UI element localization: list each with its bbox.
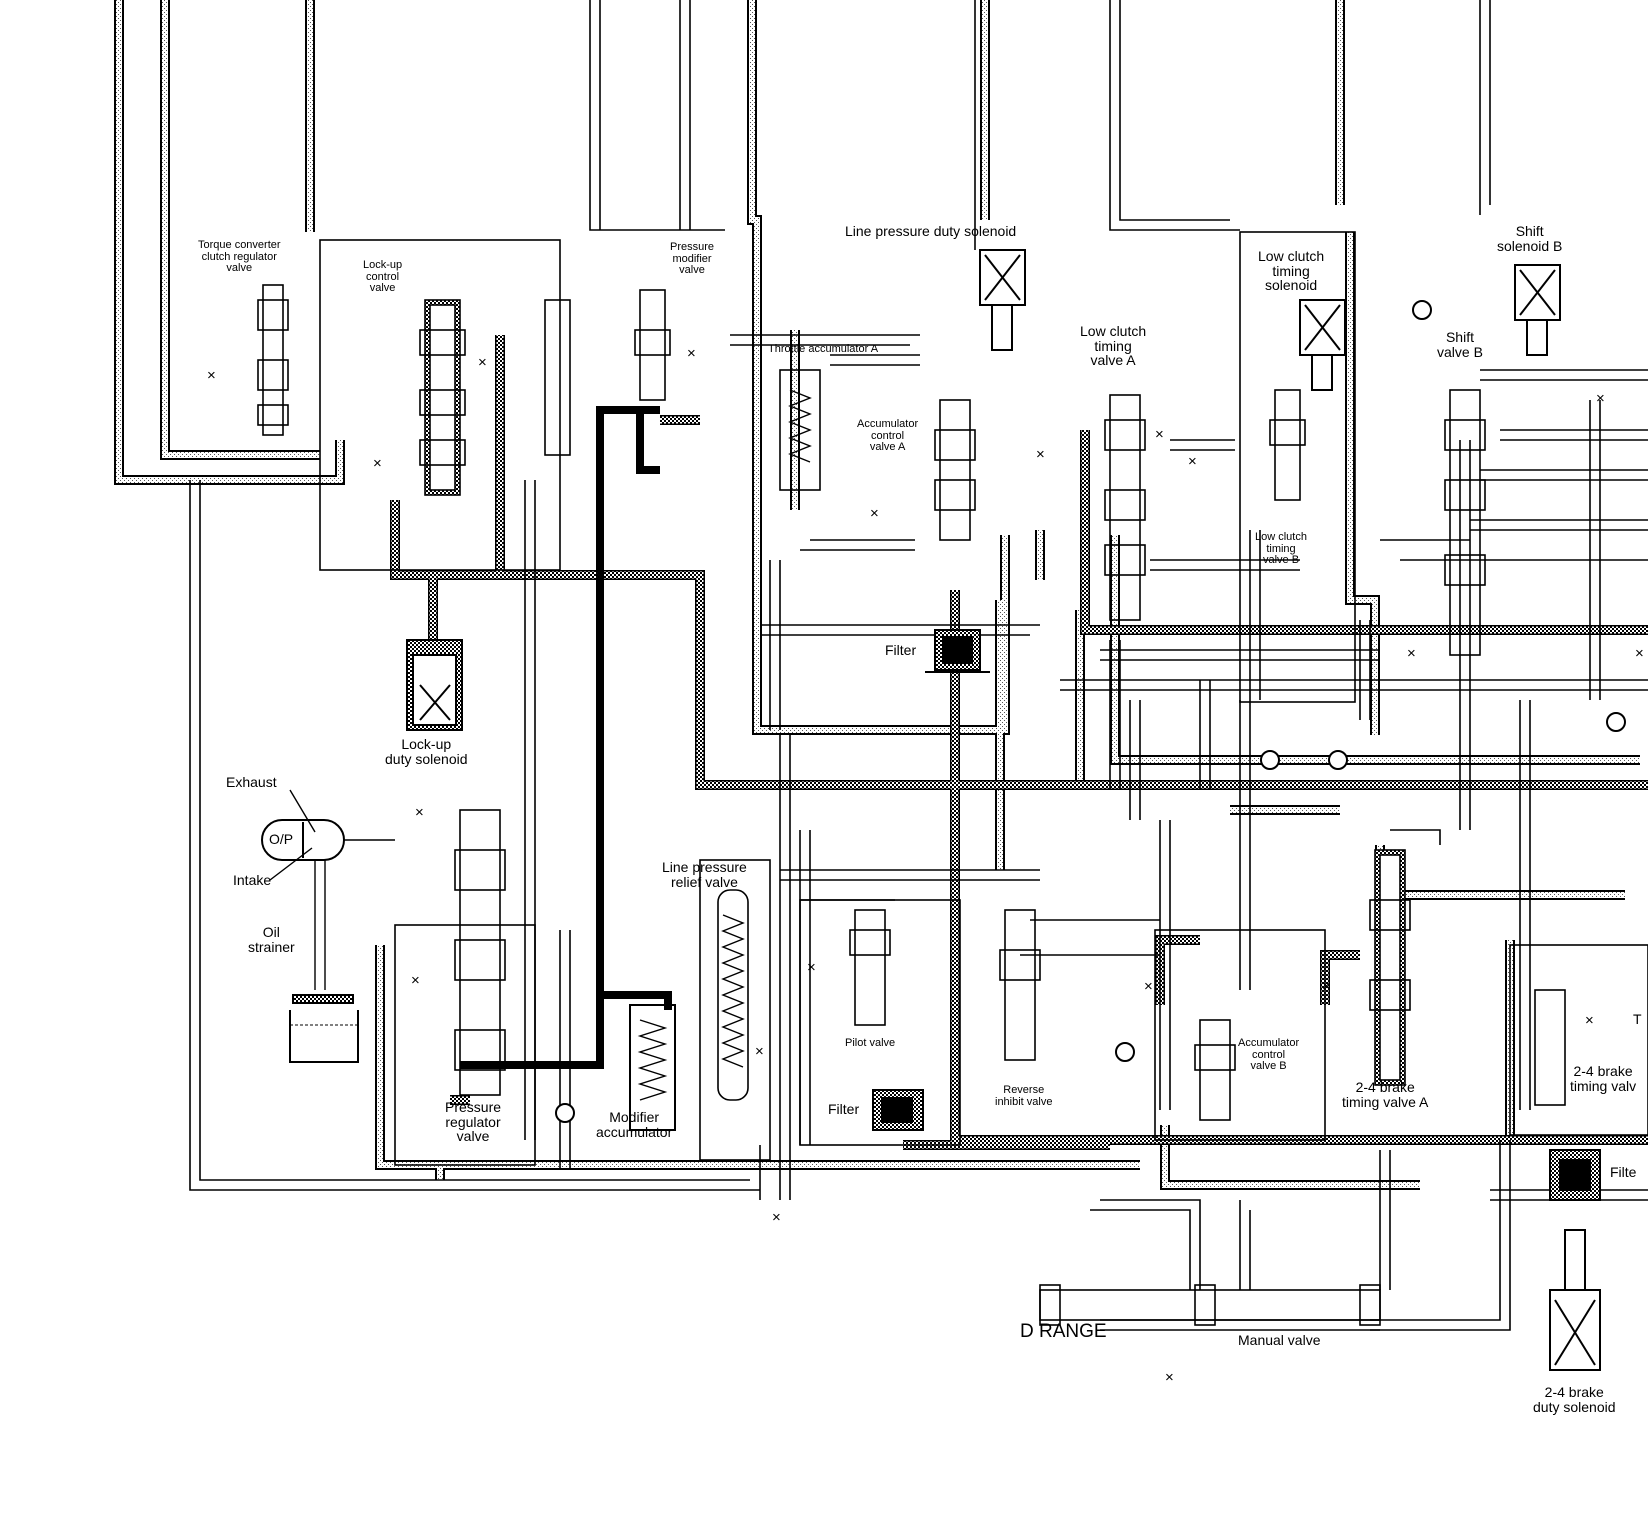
label-torque-converter-valve: Torque converter clutch regulator valve [198, 239, 281, 275]
valve-bodies [257, 284, 1566, 1326]
label-oil-pump: O/P [269, 831, 294, 847]
box-frames [319, 231, 1648, 1166]
exhaust-x-mark: × [1155, 426, 1164, 443]
modifier-accumulator-body [629, 1004, 676, 1131]
low-clutch-timing-solenoid-body [1299, 299, 1346, 391]
exhaust-x-mark: × [1036, 446, 1045, 463]
exhaust-x-mark: × [755, 1043, 764, 1060]
exhaust-x-mark: × [411, 972, 420, 989]
lockup-duty-solenoid-body [406, 639, 463, 731]
exhaust-x-mark: × [207, 367, 216, 384]
label-low-clutch-timing-solenoid: Low clutch timing solenoid [1258, 248, 1325, 294]
label-pressure-regulator-valve: Pressure regulator valve [445, 1099, 502, 1145]
oil-pump-group [261, 789, 395, 1063]
exhaust-x-mark: × [415, 804, 424, 821]
label-shift-solenoid-b: Shift solenoid B [1497, 223, 1563, 254]
stippled-passages [114, 0, 1648, 1190]
label-brake-timing-valve-partial: 2-4 brake timing valv [1570, 1063, 1637, 1094]
label-reverse-inhibit-valve: Reverse inhibit valve [995, 1084, 1053, 1108]
label-throttle-accumulator-a: Throttle accumulator A [768, 343, 879, 355]
label-line-pressure-duty-solenoid: Line pressure duty solenoid [845, 223, 1017, 239]
solenoids [406, 249, 1601, 1371]
label-lockup-duty-solenoid: Lock-up duty solenoid [385, 736, 468, 767]
label-intake: Intake [233, 872, 272, 888]
label-exhaust: Exhaust [226, 774, 277, 790]
label-d-range: D RANGE [1020, 1321, 1107, 1342]
line-pressure-duty-solenoid-body [979, 249, 1026, 351]
shift-solenoid-b-body [1514, 264, 1561, 356]
exhaust-x-mark: × [1407, 645, 1416, 662]
exhaust-x-mark: × [1585, 1012, 1594, 1029]
label-t-partial: T [1633, 1011, 1642, 1027]
checkered-passages [390, 335, 1648, 1150]
exhaust-x-mark: × [478, 354, 487, 371]
label-brake-timing-valve-a: 2-4 brake timing valve A [1342, 1079, 1429, 1110]
label-filter-right: Filte [1610, 1164, 1637, 1180]
exhaust-x-mark: × [1635, 645, 1644, 662]
label-brake-duty-solenoid: 2-4 brake duty solenoid [1533, 1384, 1616, 1415]
filters [872, 629, 1601, 1201]
label-filter-upper: Filter [885, 642, 917, 658]
exhaust-x-mark: × [1596, 390, 1605, 407]
label-filter-lower: Filter [828, 1101, 860, 1117]
label-manual-valve: Manual valve [1238, 1332, 1321, 1348]
exhaust-x-mark: × [870, 505, 879, 522]
label-modifier-accumulator: Modifier accumulator [596, 1109, 673, 1140]
label-oil-strainer: Oil strainer [248, 924, 295, 955]
springs [637, 389, 812, 1101]
exhaust-x-mark: × [687, 345, 696, 362]
label-line-pressure-relief-valve: Line pressure relief valve [662, 859, 747, 890]
label-pressure-modifier-valve: Pressure modifier valve [670, 241, 715, 277]
exhaust-x-mark: × [1188, 453, 1197, 470]
label-low-clutch-timing-valve-a: Low clutch timing valve A [1080, 323, 1147, 369]
label-accumulator-control-valve-a: Accumulator control valve A [857, 418, 919, 454]
check-balls [555, 300, 1626, 1123]
exhaust-x-mark: × [772, 1209, 781, 1226]
filter-upper-body [925, 629, 990, 673]
label-pilot-valve: Pilot valve [845, 1037, 896, 1049]
exhaust-x-mark: × [373, 455, 382, 472]
exhaust-x-mark: × [1322, 978, 1331, 995]
exhaust-x-mark: × [807, 959, 816, 976]
label-low-clutch-timing-valve-b: Low clutch timing valve B [1255, 531, 1307, 567]
brake-duty-solenoid-body [1549, 1229, 1601, 1371]
filter-lower-body [872, 1089, 924, 1131]
modifier-pressure-passage [460, 406, 672, 1069]
label-shift-valve-b: Shift valve B [1437, 329, 1483, 360]
label-accumulator-control-valve-b: Accumulator control valve B [1238, 1037, 1300, 1073]
label-lockup-control-valve: Lock-up control valve [363, 259, 403, 295]
exhaust-marks: × × × × × × × × × × × × × × × × × × × × [207, 345, 1644, 1386]
exhaust-x-mark: × [1144, 978, 1153, 995]
exhaust-x-mark: × [1165, 1369, 1174, 1386]
filter-right-body [1549, 1149, 1601, 1201]
